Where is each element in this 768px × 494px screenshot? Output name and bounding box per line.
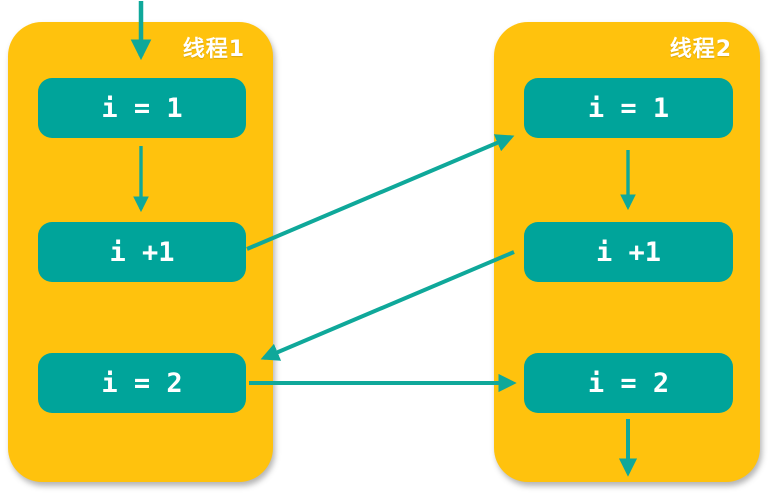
thread1-step-i-plus-1: i +1 [38, 222, 246, 282]
thread1-step-i-equals-2: i = 2 [38, 353, 246, 413]
thread2-panel: 线程2 i = 1 i +1 i = 2 [494, 22, 760, 482]
arrow-thread1-iplus1-to-thread2-i1 [246, 134, 515, 251]
thread2-step-i-plus-1: i +1 [524, 222, 733, 282]
thread1-step-i-equals-1: i = 1 [38, 78, 246, 138]
thread1-label: 线程1 [182, 37, 245, 62]
thread2-step-i-equals-2: i = 2 [524, 353, 733, 413]
arrow-thread2-iplus1-to-thread1-i2 [260, 250, 515, 361]
thread1-panel: 线程1 i = 1 i +1 i = 2 [8, 22, 273, 482]
thread2-step-i-equals-1: i = 1 [524, 78, 733, 138]
thread2-label: 线程2 [669, 37, 732, 62]
